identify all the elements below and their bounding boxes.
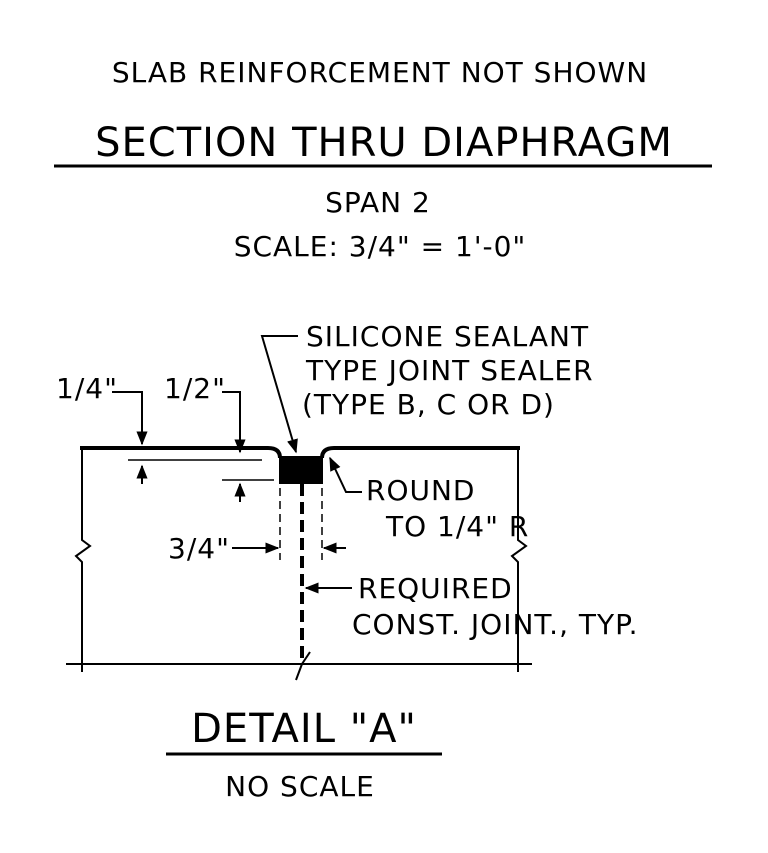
section-title: SECTION THRU DIAPHRAGM: [95, 120, 673, 166]
slab-top-left: [80, 446, 282, 459]
sealant-leader: [260, 335, 298, 454]
dim-quarter-leader: [112, 391, 148, 446]
scale-value: 3/4" = 1'-0": [349, 230, 527, 263]
dim-quarter-label: 1/4": [56, 372, 118, 405]
sealant-callout-line-2: TYPE JOINT SEALER: [305, 354, 594, 387]
scale-prefix: SCALE:: [234, 230, 339, 263]
joint-sealant-block: [279, 456, 323, 484]
joint-callout-line-2: CONST. JOINT., TYP.: [352, 608, 639, 641]
slab-left-break-line: [74, 448, 92, 672]
scale-label: SCALE: 3/4" = 1'-0": [234, 230, 527, 263]
slab-right-break-line: [510, 448, 528, 672]
round-leader: [329, 456, 362, 493]
span-label: SPAN 2: [325, 186, 431, 219]
sealant-callout-line-3: (TYPE B, C OR D): [302, 388, 555, 421]
general-note: SLAB REINFORCEMENT NOT SHOWN: [112, 56, 648, 89]
dim-half-leader: [222, 391, 246, 454]
detail-title: DETAIL "A": [191, 706, 417, 752]
detail-scale-label: NO SCALE: [225, 770, 375, 803]
joint-callout-line-1: REQUIRED: [358, 572, 513, 605]
dim-half-label: 1/2": [164, 372, 226, 405]
round-callout-line-2: TO 1/4" R: [385, 510, 529, 543]
joint-break-mark: [295, 651, 311, 681]
sealant-callout-line-1: SILICONE SEALANT: [306, 320, 589, 353]
dim-three-quarter-label: 3/4": [168, 532, 230, 565]
round-callout-line-1: ROUND: [366, 474, 476, 507]
slab-top-right: [320, 446, 520, 459]
